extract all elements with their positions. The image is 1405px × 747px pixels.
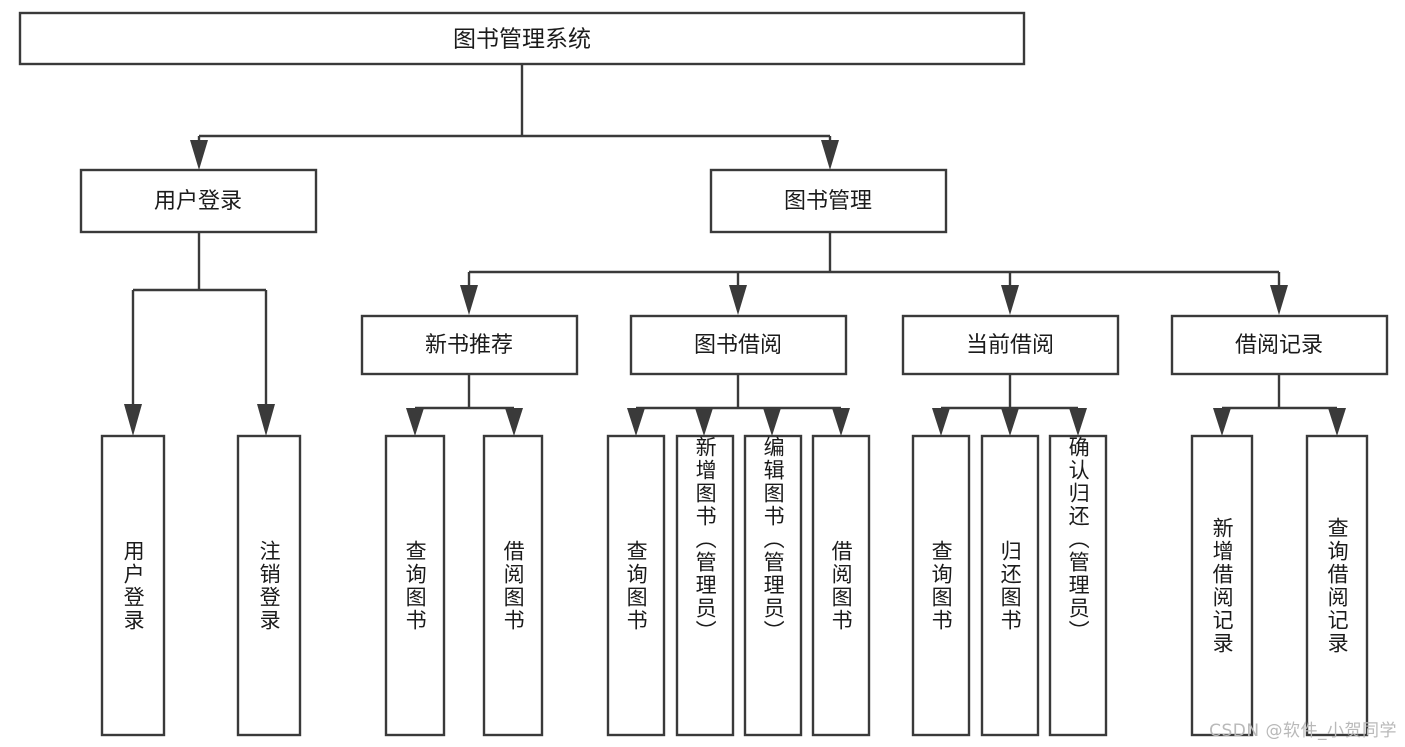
watermark-text: CSDN @软件_小贺同学 (1209, 721, 1397, 741)
leaf-box-bb-query[interactable] (606, 434, 666, 737)
connector-group-root (190, 64, 839, 170)
arrow-to-user-login (190, 140, 208, 170)
leaf-box-bb-edit[interactable] (743, 434, 803, 737)
borrow-record-box[interactable] (1170, 314, 1389, 376)
user-login-label: 用户登录 (154, 189, 242, 214)
connector-group-user-login (124, 232, 275, 436)
arrow-to-book-borrow (729, 285, 747, 315)
current-borrow-label: 当前借阅 (966, 333, 1054, 358)
arrow-to-leaf-user-login (124, 404, 142, 436)
book-mgmt-box[interactable] (709, 168, 948, 234)
leaf-box-nb-borrow[interactable] (482, 434, 544, 737)
borrow-record-label: 借阅记录 (1235, 333, 1323, 358)
arrow-to-leaf-bb-1 (627, 408, 645, 436)
leaf-box-cb-confirm[interactable] (1048, 434, 1108, 737)
arrow-to-leaf-bb-2 (695, 408, 713, 436)
leaf-box-br-add[interactable] (1190, 434, 1254, 737)
arrow-to-leaf-br-2 (1328, 408, 1346, 436)
root-label: 图书管理系统 (453, 27, 591, 53)
connector-group-new-book (406, 374, 523, 436)
arrow-to-leaf-cb-1 (932, 408, 950, 436)
node-root[interactable]: 图书管理系统 (18, 11, 1026, 66)
book-mgmt-label: 图书管理 (784, 189, 872, 214)
arrow-to-leaf-logout (257, 404, 275, 436)
arrow-to-new-book (460, 285, 478, 315)
current-borrow-box[interactable] (901, 314, 1120, 376)
book-borrow-box[interactable] (629, 314, 848, 376)
arrow-to-leaf-bb-3 (763, 408, 781, 436)
arrow-to-leaf-nb-2 (505, 408, 523, 436)
leaf-box-bb-borrow[interactable] (811, 434, 871, 737)
user-login-box[interactable] (79, 168, 318, 234)
new-book-label: 新书推荐 (425, 333, 513, 358)
arrow-to-leaf-cb-3 (1069, 408, 1087, 436)
node-user-login[interactable]: 用户登录 (79, 168, 318, 234)
arrow-to-current-borrow (1001, 285, 1019, 315)
connector-group-book-borrow (627, 374, 850, 436)
arrow-to-leaf-cb-2 (1001, 408, 1019, 436)
leaf-box-nb-query[interactable] (384, 434, 446, 737)
leaf-box-cb-return[interactable] (980, 434, 1040, 737)
node-borrow-record[interactable]: 借阅记录 (1170, 314, 1389, 376)
node-book-mgmt[interactable]: 图书管理 (709, 168, 948, 234)
arrow-to-leaf-bb-4 (832, 408, 850, 436)
arrow-to-borrow-record (1270, 285, 1288, 315)
connector-group-borrow-record (1213, 374, 1346, 436)
node-book-borrow[interactable]: 图书借阅 (629, 314, 848, 376)
connector-group-book-mgmt (460, 232, 1288, 315)
arrow-to-leaf-nb-1 (406, 408, 424, 436)
arrow-to-book-mgmt (821, 140, 839, 170)
leaf-box-bb-add[interactable] (675, 434, 735, 737)
leaf-box-cb-query[interactable] (911, 434, 971, 737)
connector-group-current-borrow (932, 374, 1087, 436)
root-box[interactable] (18, 11, 1026, 66)
node-new-book[interactable]: 新书推荐 (360, 314, 579, 376)
leaf-box-user-login[interactable] (100, 434, 166, 737)
node-current-borrow[interactable]: 当前借阅 (901, 314, 1120, 376)
leaf-box-logout[interactable] (236, 434, 302, 737)
leaf-box-br-query[interactable] (1305, 434, 1369, 737)
new-book-box[interactable] (360, 314, 579, 376)
arrow-to-leaf-br-1 (1213, 408, 1231, 436)
book-borrow-label: 图书借阅 (694, 333, 782, 358)
